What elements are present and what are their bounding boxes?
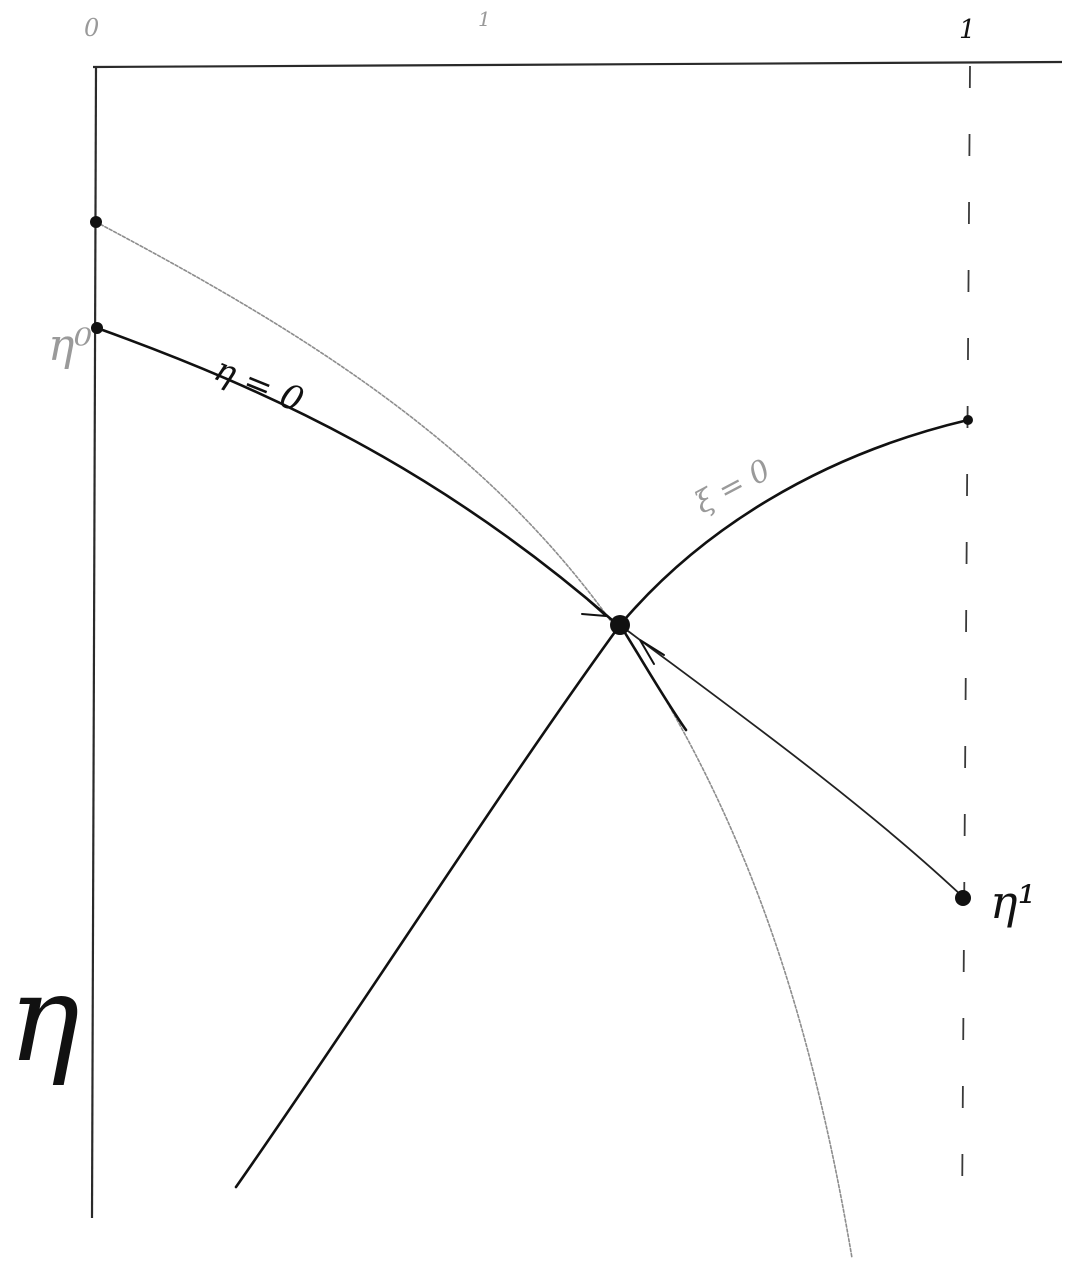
branch-to-eta-one — [619, 624, 964, 898]
eta-one-point — [955, 890, 971, 906]
curve-label-xi-zero: ξ = 0 — [689, 453, 776, 521]
left-axis-line — [90, 66, 98, 1219]
eta-one-label: η¹ — [990, 875, 1036, 929]
top-label-right: 1 — [959, 15, 976, 45]
top-label-middle: 1 — [478, 7, 491, 31]
xi-zero-curve — [618, 418, 970, 627]
unstable-branch-lower-right — [620, 626, 688, 732]
top-label-left: 0 — [84, 14, 99, 42]
top-axis-line — [92, 60, 1063, 69]
initial-point-upper — [90, 216, 102, 228]
eta-zero-label: η⁰ — [48, 320, 92, 371]
eta-zero-curve — [95, 326, 614, 622]
arrow-head-lower — [639, 639, 665, 665]
faint-trajectory-lower — [619, 624, 853, 1259]
saddle-point — [610, 615, 630, 635]
xi-zero-endpoint — [963, 415, 973, 425]
right-dashed-boundary — [961, 65, 971, 1216]
curve-label-eta-zero: η = 0 — [209, 349, 309, 421]
stable-branch-lower-left — [234, 623, 622, 1189]
arrow-head-upper — [581, 599, 609, 618]
eta-zero-point — [91, 322, 103, 334]
axis-label-eta: η — [8, 950, 80, 1089]
faint-trajectory-upper — [95, 221, 611, 621]
